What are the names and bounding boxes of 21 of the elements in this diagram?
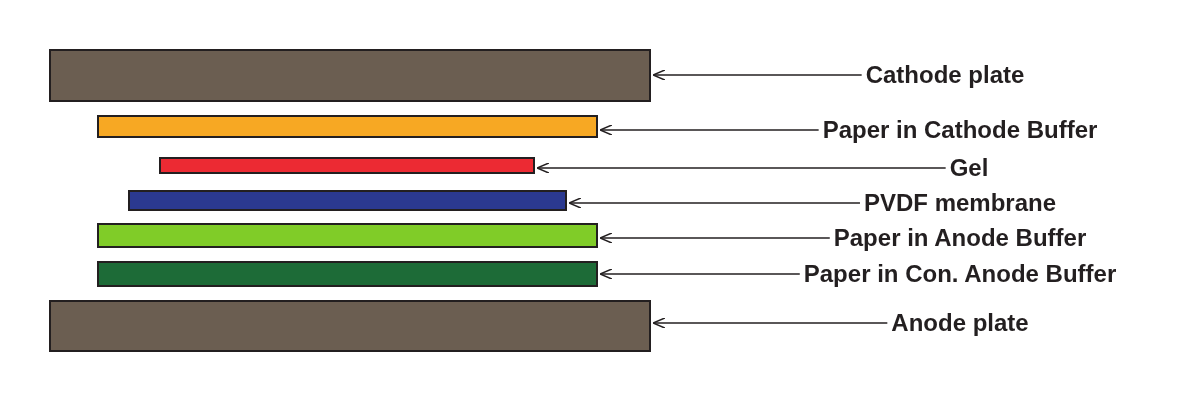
layer-bar <box>49 300 651 352</box>
layer-label: PVDF membrane <box>863 189 1057 217</box>
layer-bar <box>97 223 598 248</box>
layer-bar <box>49 49 651 102</box>
arrow <box>568 197 861 209</box>
layer-bar <box>159 157 535 174</box>
layer-label: Paper in Cathode Buffer <box>822 116 1098 144</box>
arrow <box>652 69 863 81</box>
layer-label: Paper in Anode Buffer <box>833 224 1087 252</box>
layer-label: Cathode plate <box>865 61 1025 89</box>
arrow <box>652 317 889 329</box>
layer-bar <box>97 261 598 287</box>
layer-bar <box>128 190 567 211</box>
arrow <box>599 232 831 244</box>
layer-bar <box>97 115 598 138</box>
arrow <box>599 124 820 136</box>
layer-label: Paper in Con. Anode Buffer <box>803 260 1117 288</box>
arrow <box>536 162 947 174</box>
layer-label: Gel <box>949 154 989 182</box>
arrow <box>599 268 801 280</box>
layer-label: Anode plate <box>891 309 1029 337</box>
